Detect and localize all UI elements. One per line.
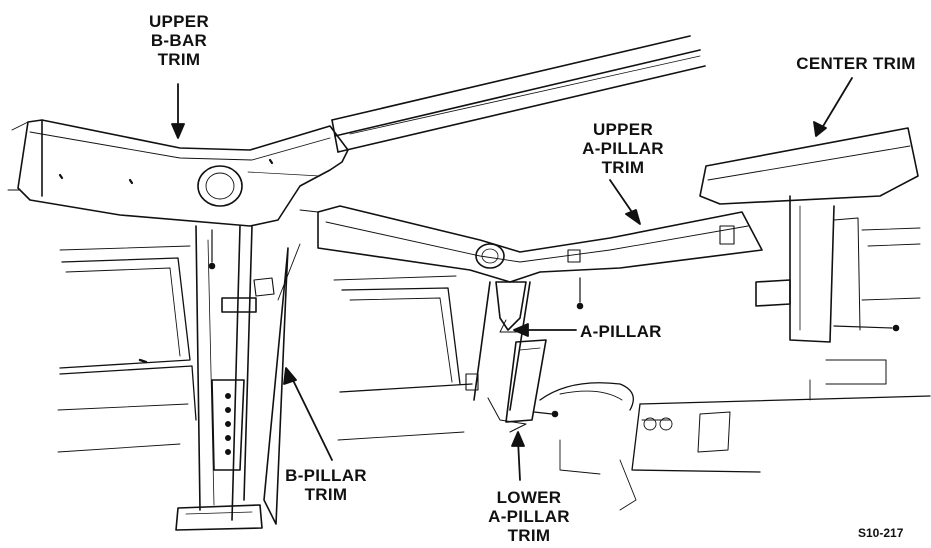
label-upper-b-bar-trim: UPPER B-BAR TRIM	[148, 12, 210, 69]
lower-a-pillar-trim-part	[487, 339, 559, 433]
label-upper-a-pillar-trim: UPPER A-PILLAR TRIM	[582, 120, 664, 177]
b-pillar-trim-part	[263, 243, 301, 525]
upper-a-pillar-trim-part	[299, 205, 763, 310]
center-trim-part	[699, 127, 921, 401]
rear-door-frame	[57, 245, 197, 453]
label-b-pillar-trim: B-PILLAR TRIM	[285, 466, 367, 504]
label-lower-a-pillar-trim: LOWER A-PILLAR TRIM	[488, 488, 570, 545]
b-pillar-part	[175, 225, 275, 531]
label-center-trim: CENTER TRIM	[796, 54, 916, 73]
upper-b-bar-trim-part	[7, 119, 349, 227]
label-a-pillar: A-PILLAR	[580, 322, 662, 341]
figure-id: S10-217	[858, 526, 904, 540]
leader-arrows	[171, 77, 853, 481]
dashboard	[539, 382, 931, 511]
roof-rail	[331, 35, 706, 153]
a-pillar-part	[465, 281, 531, 411]
front-door-frame	[333, 275, 473, 441]
